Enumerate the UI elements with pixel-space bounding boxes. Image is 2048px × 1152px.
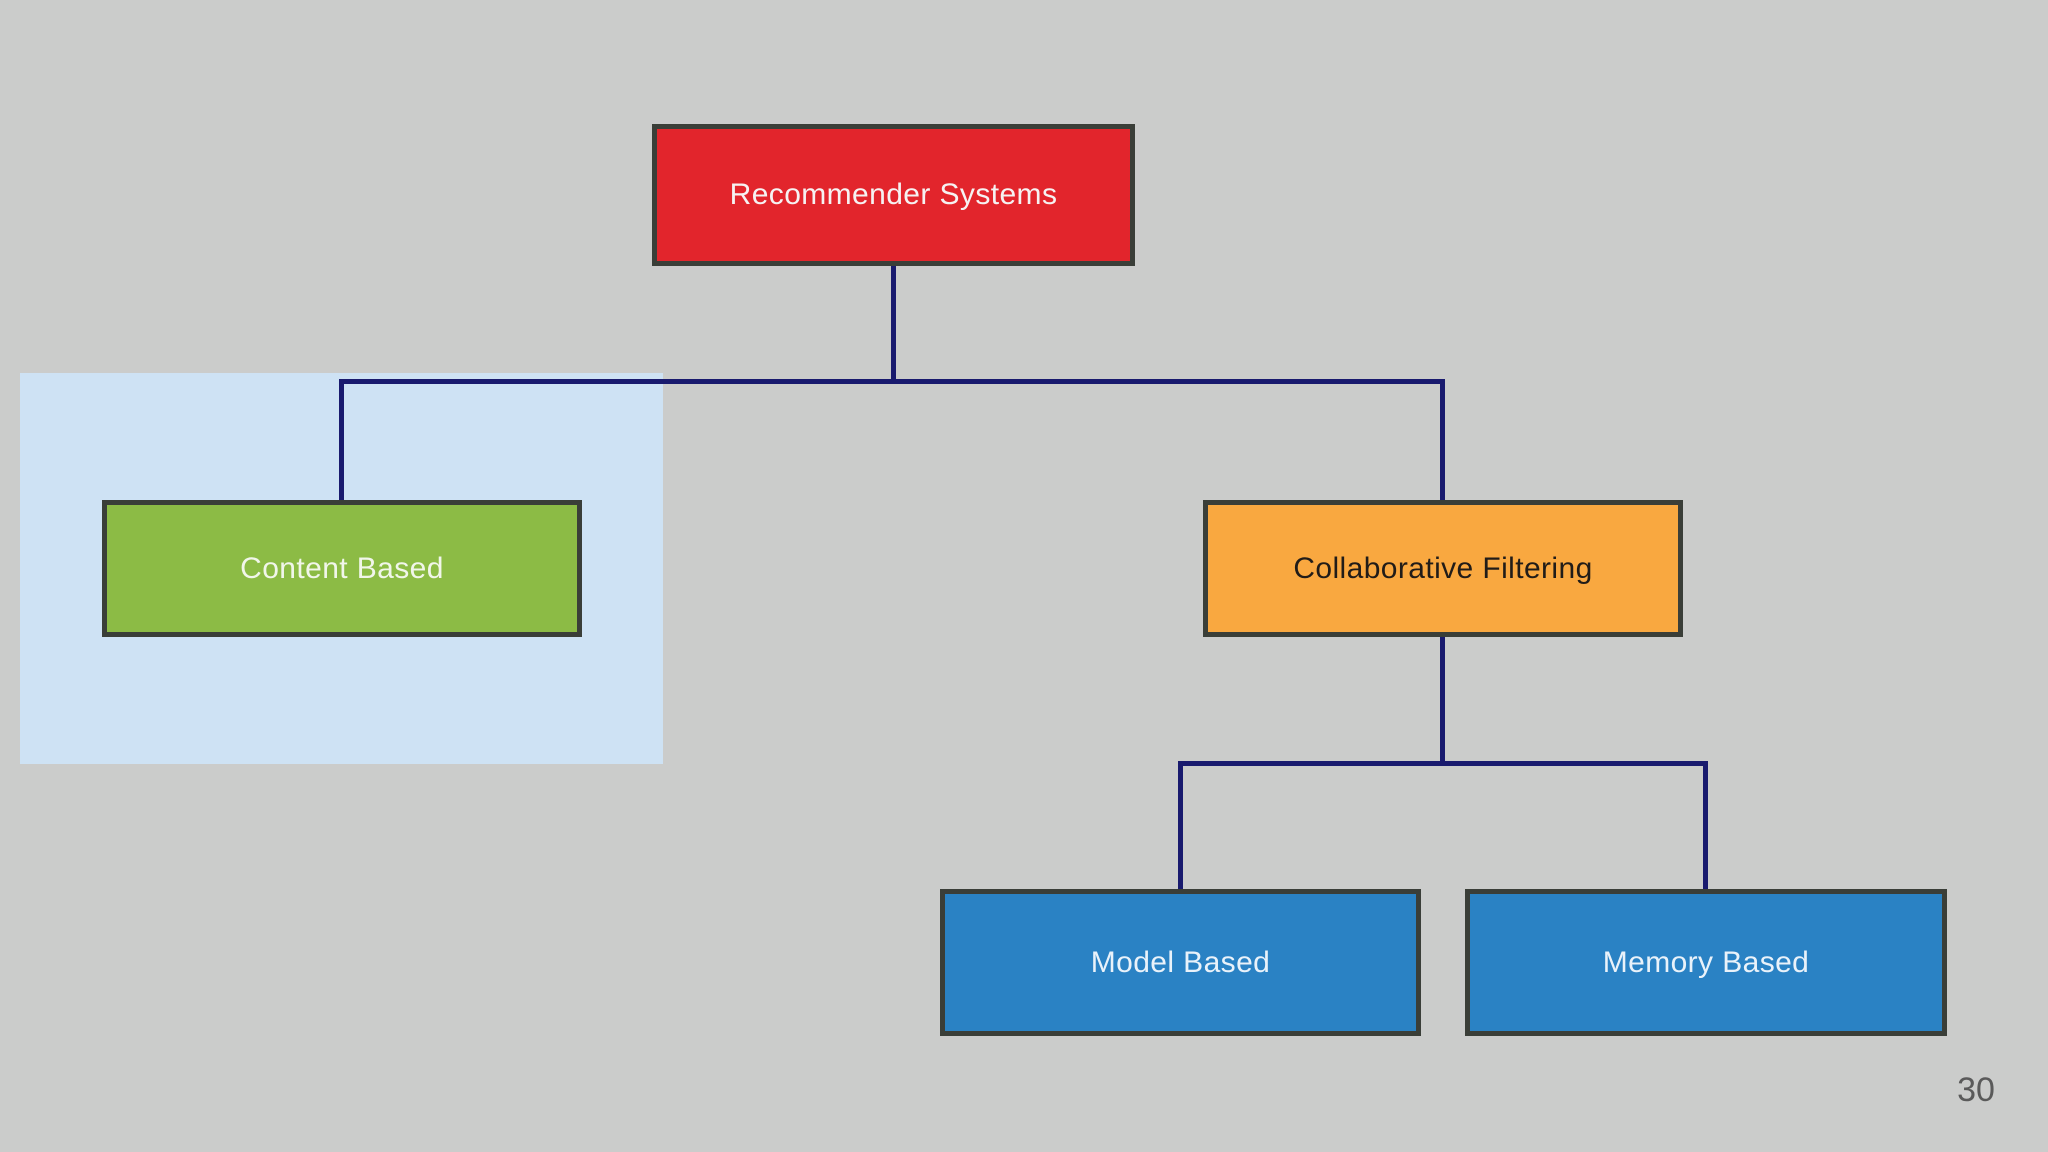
connector-to-content-based bbox=[339, 379, 344, 504]
connector-level2-horizontal bbox=[1178, 761, 1708, 766]
node-recommender-systems: Recommender Systems bbox=[652, 124, 1135, 266]
node-collaborative-filtering: Collaborative Filtering bbox=[1203, 500, 1683, 637]
connector-to-collaborative bbox=[1440, 379, 1445, 504]
connector-collaborative-stem bbox=[1440, 635, 1445, 766]
node-content-based: Content Based bbox=[102, 500, 582, 637]
page-number: 30 bbox=[1957, 1071, 1995, 1109]
node-memory-based: Memory Based bbox=[1465, 889, 1947, 1036]
connector-level1-horizontal bbox=[339, 379, 1445, 384]
connector-to-model-based bbox=[1178, 761, 1183, 893]
connector-root-stem bbox=[891, 264, 896, 383]
node-model-based: Model Based bbox=[940, 889, 1421, 1036]
connector-to-memory-based bbox=[1703, 761, 1708, 893]
